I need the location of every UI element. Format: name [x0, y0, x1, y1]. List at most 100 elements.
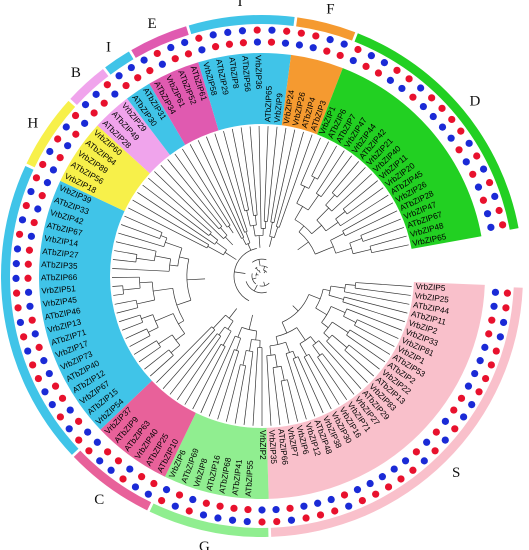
secondary-marker-dot — [438, 104, 446, 112]
tree-branch — [346, 187, 384, 215]
tree-branch — [233, 248, 257, 302]
group-label-c: C — [94, 492, 104, 508]
arabidopsis-marker-dot — [336, 51, 344, 60]
tree-branch — [136, 257, 155, 262]
secondary-marker-dot — [27, 187, 35, 196]
secondary-marker-dot — [273, 517, 281, 526]
secondary-marker-dot — [372, 490, 380, 498]
secondary-marker-dot — [181, 38, 189, 47]
tree-branch — [228, 225, 234, 234]
secondary-marker-dot — [491, 192, 499, 200]
arabidopsis-marker-dot — [469, 170, 477, 178]
secondary-marker-dot — [460, 413, 468, 421]
tree-branch — [335, 218, 341, 226]
tree-branch — [176, 336, 222, 400]
leaf-highlight-bands — [38, 52, 485, 500]
tree-branch — [132, 199, 209, 246]
secondary-marker-dot — [405, 75, 413, 83]
tree-branch — [349, 242, 354, 254]
secondary-marker-dot — [214, 514, 222, 522]
arabidopsis-marker-dot — [432, 428, 440, 436]
vigna-marker-dot — [281, 39, 290, 47]
secondary-marker-dot — [127, 63, 135, 72]
arabidopsis-marker-dot — [51, 382, 60, 390]
tree-branch — [315, 246, 334, 255]
tree-branch — [317, 356, 348, 400]
tree-branch — [206, 244, 210, 249]
tree-branch — [344, 284, 346, 292]
arabidopsis-marker-dot — [134, 74, 142, 82]
secondary-marker-dot — [316, 511, 325, 519]
secondary-marker-dot — [12, 260, 20, 268]
tree-branch — [297, 356, 324, 414]
tree-branch — [118, 232, 164, 248]
group-band-i — [198, 52, 292, 131]
secondary-marker-dot — [140, 56, 148, 64]
tree-branch — [360, 218, 401, 236]
tree-branch — [148, 327, 159, 333]
tree-branch — [332, 321, 349, 333]
vigna-marker-dot — [162, 486, 171, 494]
secondary-marker-dot — [48, 401, 56, 409]
tree-branch — [129, 335, 151, 347]
tree-branch — [223, 249, 227, 256]
tree-branch — [296, 186, 306, 204]
vigna-marker-dot — [386, 76, 395, 84]
arabidopsis-marker-dot — [30, 218, 38, 227]
secondary-marker-dot — [495, 206, 503, 215]
tree-branch — [336, 167, 366, 198]
vigna-marker-dot — [258, 506, 266, 514]
secondary-marker-dot — [487, 361, 495, 369]
tree-branch — [354, 325, 395, 347]
tree-branch — [160, 235, 168, 239]
leaf-label: ATbZIP27 — [42, 247, 79, 260]
tree-branch — [245, 242, 251, 245]
tree-branch — [139, 281, 153, 284]
secondary-marker-dot — [32, 174, 41, 182]
secondary-marker-dot — [451, 425, 459, 433]
tree-branch — [348, 344, 380, 370]
secondary-marker-dot — [144, 490, 152, 498]
secondary-marker-dot — [448, 115, 456, 124]
arabidopsis-marker-dot — [239, 39, 247, 47]
tree-branch — [206, 136, 245, 233]
tree-branch — [354, 282, 356, 289]
vigna-marker-dot — [441, 417, 449, 425]
secondary-marker-dot — [195, 34, 203, 42]
tree-branch — [287, 379, 299, 422]
secondary-marker-dot — [417, 84, 425, 92]
tree-branch — [169, 264, 178, 267]
tree-branch — [316, 219, 327, 232]
tree-branch — [231, 128, 249, 211]
tree-branch — [137, 192, 215, 245]
tree-branch — [263, 270, 266, 274]
group-ring-segment-i — [188, 15, 295, 35]
tree-branch — [234, 271, 246, 274]
tree-branch — [298, 225, 305, 233]
tree-branch — [220, 227, 228, 236]
tree-branch — [116, 307, 138, 314]
tree-branch — [136, 299, 155, 305]
leaf-label: VrbZIP51 — [41, 284, 76, 295]
tree-branch — [252, 347, 259, 426]
secondary-marker-dot — [75, 436, 83, 444]
vigna-marker-dot — [464, 382, 473, 390]
secondary-marker-dot — [24, 347, 32, 355]
arabidopsis-marker-dot — [35, 343, 43, 351]
secondary-marker-dot — [171, 502, 179, 510]
vigna-marker-dot — [398, 84, 406, 93]
arabidopsis-marker-dot — [72, 130, 80, 138]
tree-branch — [169, 333, 218, 395]
tree-branch — [273, 129, 296, 223]
secondary-marker-dot — [302, 514, 310, 522]
arabidopsis-marker-dot — [56, 153, 64, 162]
tree-branch — [259, 282, 270, 287]
tree-branch — [273, 226, 279, 238]
tree-branch — [357, 319, 399, 339]
vigna-marker-dot — [438, 123, 447, 131]
secondary-marker-dot — [81, 101, 90, 109]
secondary-marker-dot — [499, 318, 508, 327]
tree-branch — [123, 287, 141, 291]
